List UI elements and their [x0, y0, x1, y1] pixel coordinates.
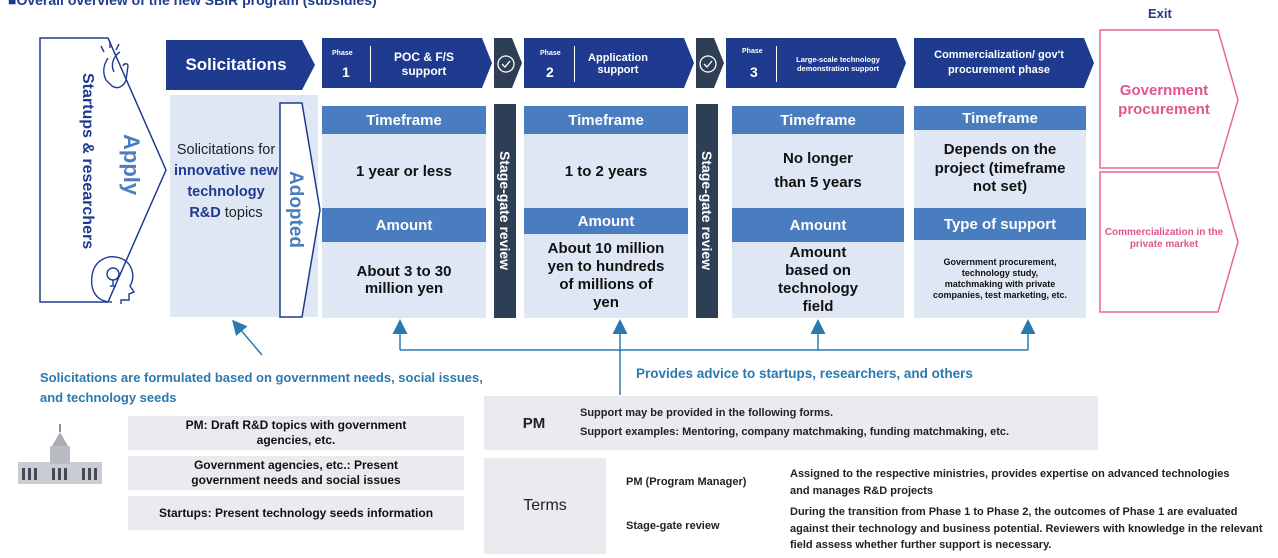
phase-2-timeframe-label: Timeframe	[524, 106, 688, 134]
exit-gov-shape	[1099, 29, 1239, 169]
stage-gate-1-label: Stage-gate review	[497, 151, 513, 271]
solicitations-text-3: topics	[224, 205, 263, 222]
phase-1-timeframe-label: Timeframe	[322, 106, 486, 134]
page-title: ■Overall overview of the new SBIR progra…	[8, 0, 377, 8]
phase-3-amount: Amount based on technology field	[732, 242, 904, 318]
solicitations-text-1: Solicitations for	[176, 142, 276, 158]
phase-1-number: 1	[342, 64, 350, 80]
stage-gate-1: Stage-gate review	[494, 104, 516, 318]
government-building-icon	[18, 424, 102, 484]
gov-box-agencies: Government agencies, etc.: Present gover…	[128, 456, 464, 490]
gov-box-startups: Startups: Present technology seeds infor…	[128, 496, 464, 530]
phase-3-name: Large-scale technology demonstration sup…	[796, 55, 880, 73]
term-stage-gate: Stage-gate review	[626, 520, 720, 532]
solicitations-header-shape	[166, 40, 315, 90]
phase-3-timeframe: No longer than 5 years	[732, 134, 904, 208]
solicitations-text-2: innovative new technology R&D	[174, 163, 278, 222]
commercial-support-label: Type of support	[914, 208, 1086, 240]
phase-3-header-shape	[726, 38, 906, 88]
term-pm-desc: Assigned to the respective ministries, p…	[790, 468, 1230, 497]
phase-1-name: POC & F/S support	[393, 50, 454, 78]
solicitations-description: Solicitations for innovative new technol…	[170, 140, 282, 224]
apply-label: Apply	[119, 134, 144, 196]
commercial-timeframe: Depends on the project (timeframe not se…	[914, 130, 1086, 208]
apply-arrow-shape	[39, 37, 167, 303]
pm-line-2: Support examples: Mentoring, company mat…	[580, 426, 1010, 438]
commercial-support: Government procurement, technology study…	[914, 240, 1086, 318]
phase-1-timeframe: 1 year or less	[322, 134, 486, 208]
phase-3-amount-label: Amount	[732, 208, 904, 242]
phase-3-header: Phase 3 Large-scale technology demonstra…	[726, 38, 901, 88]
startups-researchers-label: Startups & researchers	[79, 72, 96, 250]
phase-2-header-shape	[524, 38, 694, 88]
exit-label: Exit	[1148, 6, 1172, 21]
exit-private-market: Commercialization in the private market	[1104, 226, 1224, 251]
pm-box: PM Support may be provided in the follow…	[484, 396, 1098, 450]
phase-1-header-shape	[322, 38, 492, 88]
solicitations-header: Solicitations	[185, 55, 287, 74]
term-stage-gate-desc: During the transition from Phase 1 to Ph…	[790, 506, 1263, 551]
pm-label: PM	[522, 414, 546, 432]
commercial-header: Commercialization/ gov't procurement pha…	[934, 49, 1064, 76]
phase-3-timeframe-label: Timeframe	[732, 106, 904, 134]
stage-gate-2: Stage-gate review	[696, 104, 718, 318]
commercial-timeframe-label: Timeframe	[914, 106, 1086, 130]
phase-3-word: Phase	[742, 48, 763, 55]
phase-2-amount-label: Amount	[524, 208, 688, 234]
advice-note: Provides advice to startups, researchers…	[636, 366, 973, 381]
phase-2-header: Phase 2 Application support	[524, 38, 689, 88]
term-pm: PM (Program Manager)	[626, 476, 747, 488]
phase-1-header: Phase 1 POC & F/S support	[322, 38, 487, 88]
phase-2-timeframe: 1 to 2 years	[524, 134, 688, 208]
pm-line-1: Support may be provided in the following…	[580, 407, 834, 419]
exit-government-procurement: Government procurement	[1118, 81, 1210, 119]
formulated-note: Solicitations are formulated based on go…	[40, 370, 483, 406]
phase-2-word: Phase	[540, 50, 561, 57]
phase-1-amount: About 3 to 30 million yen	[322, 242, 486, 318]
phase-1-amount-label: Amount	[322, 208, 486, 242]
thinking-head-icon	[90, 256, 136, 304]
terms-label: Terms	[484, 458, 606, 554]
phase-2-number: 2	[546, 64, 554, 80]
phase-3-number: 3	[750, 64, 758, 80]
adopted-arrow-shape	[279, 102, 321, 318]
exit-private-shape	[1099, 171, 1239, 313]
phase-1-word: Phase	[332, 50, 353, 57]
commercial-header-shape	[914, 38, 1094, 88]
phase-2-name: Application support	[588, 52, 648, 76]
clapping-hands-icon	[100, 41, 129, 89]
stage-gate-2-label: Stage-gate review	[699, 151, 715, 271]
adopted-label: Adopted	[285, 171, 306, 249]
phase-2-amount: About 10 million yen to hundreds of mill…	[524, 234, 688, 318]
gov-box-pm: PM: Draft R&D topics with government age…	[128, 416, 464, 450]
